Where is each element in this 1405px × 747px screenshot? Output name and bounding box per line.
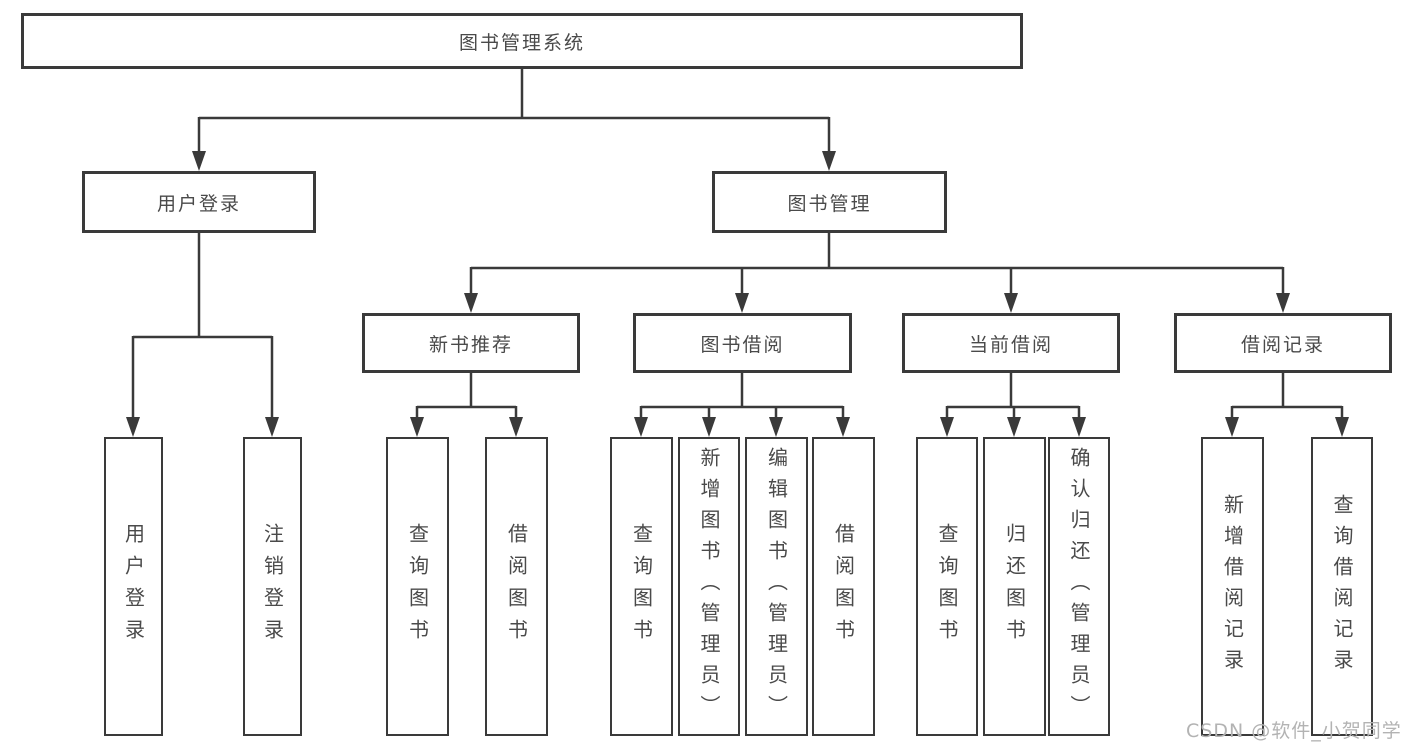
- arrow-head: [735, 293, 749, 313]
- arrow-head: [940, 417, 954, 437]
- branch-book-management: [469, 233, 1285, 298]
- leaf-query-books-recommend: 查询图书: [386, 437, 449, 736]
- node-book-borrow: 图书借阅: [633, 313, 852, 373]
- arrow-head: [822, 151, 836, 171]
- arrow-head: [464, 293, 478, 313]
- arrow-head: [1004, 293, 1018, 313]
- node-new-book-recommend: 新书推荐: [362, 313, 580, 373]
- leaf-query-borrow-record: 查询借阅记录: [1311, 437, 1373, 736]
- arrow-head: [1276, 293, 1290, 313]
- leaf-edit-books-admin: 编辑图书（管理员）: [745, 437, 808, 736]
- leaf-query-books-current: 查询图书: [916, 437, 978, 736]
- node-root-library-system: 图书管理系统: [21, 13, 1023, 69]
- csdn-watermark: CSDN @软件_小贺同学: [1186, 720, 1402, 742]
- arrow-head: [1007, 417, 1021, 437]
- leaf-borrow-books-recommend: 借阅图书: [485, 437, 548, 736]
- node-user-login: 用户登录: [82, 171, 316, 233]
- node-book-management: 图书管理: [712, 171, 947, 233]
- arrow-head: [1335, 417, 1349, 437]
- branch-root: [197, 69, 831, 156]
- branch-user-login: [131, 233, 274, 422]
- arrow-head: [192, 151, 206, 171]
- connector-paths: [131, 69, 1344, 422]
- arrow-head: [509, 417, 523, 437]
- leaf-query-books-borrow: 查询图书: [610, 437, 673, 736]
- arrow-head: [265, 417, 279, 437]
- leaf-add-books-admin: 新增图书（管理员）: [678, 437, 740, 736]
- arrow-head: [702, 417, 716, 437]
- leaf-add-borrow-record: 新增借阅记录: [1201, 437, 1264, 736]
- leaf-user-login: 用户登录: [104, 437, 163, 736]
- arrow-head: [836, 417, 850, 437]
- arrow-head: [1225, 417, 1239, 437]
- leaf-return-books: 归还图书: [983, 437, 1046, 736]
- arrow-head: [769, 417, 783, 437]
- node-current-borrow: 当前借阅: [902, 313, 1120, 373]
- branch-level3: [415, 373, 1344, 422]
- leaf-logout: 注销登录: [243, 437, 302, 736]
- arrow-head: [126, 417, 140, 437]
- arrow-head: [1072, 417, 1086, 437]
- arrow-head: [410, 417, 424, 437]
- leaf-confirm-return-admin: 确认归还（管理员）: [1048, 437, 1110, 736]
- leaf-borrow-books: 借阅图书: [812, 437, 875, 736]
- node-borrow-records: 借阅记录: [1174, 313, 1392, 373]
- arrow-heads: [126, 151, 1349, 437]
- arrow-head: [634, 417, 648, 437]
